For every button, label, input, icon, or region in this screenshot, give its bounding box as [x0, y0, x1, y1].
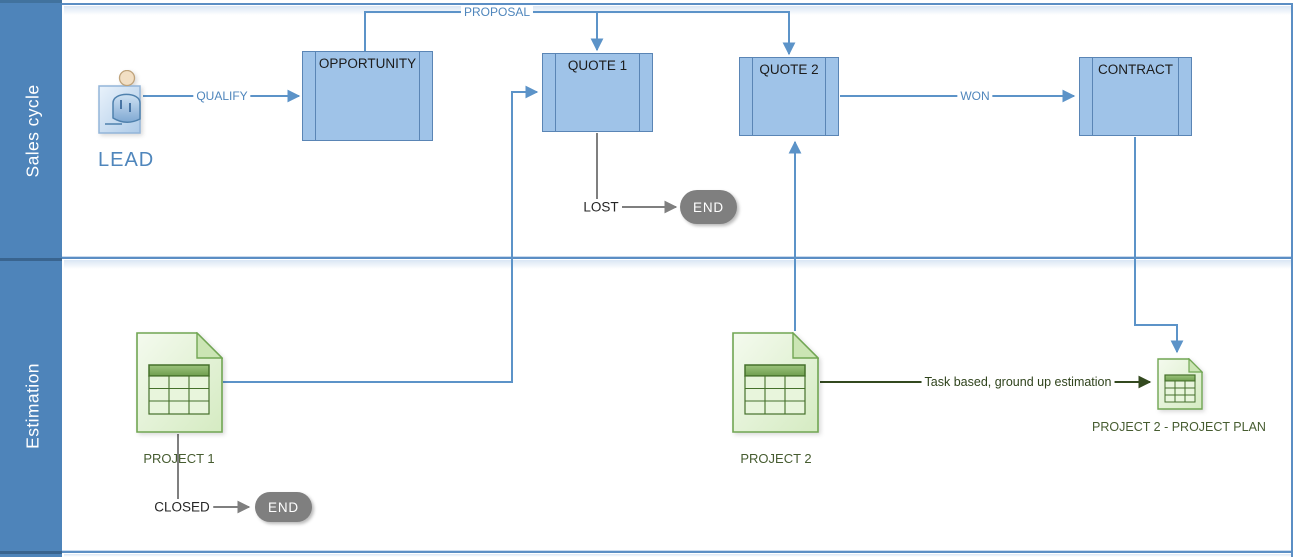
- lane-band-sales: [0, 0, 62, 258]
- edge-closed-label: CLOSED: [151, 499, 213, 515]
- edge-lost-label: LOST: [580, 199, 622, 215]
- node-end-estimation: END: [255, 492, 312, 522]
- frame-right-border: [1291, 3, 1293, 557]
- lead-person-icon-shapes: [98, 70, 141, 134]
- node-quote1-label: QUOTE 1: [567, 58, 628, 73]
- node-opportunity-label: OPPORTUNITY: [318, 56, 417, 71]
- connector-contract-projectplan: [1134, 137, 1184, 354]
- lane-title-column: [0, 0, 62, 557]
- lane-divider-2: [62, 551, 1291, 553]
- lane-divider-highlight: [62, 550, 1291, 551]
- lane-band-estimation: [0, 261, 62, 551]
- node-project-plan-label: PROJECT 2 - PROJECT PLAN: [1092, 420, 1266, 434]
- node-opportunity: OPPORTUNITY: [302, 51, 433, 141]
- node-lead-label: LEAD: [98, 149, 155, 171]
- lane-top-gradient: [64, 554, 1291, 557]
- node-project1-label: PROJECT 1: [143, 451, 215, 466]
- lane-divider-highlight: [62, 256, 1291, 257]
- project1-document-shapes: [136, 332, 223, 433]
- node-contract: CONTRACT: [1079, 57, 1192, 136]
- node-contract-label: CONTRACT: [1098, 62, 1173, 77]
- node-end-sales: END: [680, 190, 737, 224]
- node-quote2-label: QUOTE 2: [759, 62, 819, 77]
- lane-separator: [0, 258, 62, 261]
- node-quote2: QUOTE 2: [739, 57, 839, 136]
- project-plan-document-shapes: [1157, 358, 1203, 410]
- node-quote1: QUOTE 1: [542, 53, 653, 132]
- lane-band-partial: [0, 554, 62, 557]
- lead-person-icon: [98, 70, 141, 134]
- connector-project1-quote1: [223, 85, 539, 383]
- project-plan-document-icon: [1157, 358, 1203, 410]
- connector-proposal-quote2: [365, 11, 796, 56]
- edge-proposal-label: PROPOSAL: [460, 5, 534, 19]
- lane-top-gradient: [64, 260, 1291, 269]
- lane-separator: [0, 551, 62, 554]
- project1-document-icon: [136, 332, 223, 433]
- lane-top-gradient: [64, 6, 1291, 15]
- edge-task-label: Task based, ground up estimation: [921, 375, 1115, 389]
- node-project2-label: PROJECT 2: [740, 451, 812, 466]
- project2-document-icon: [732, 332, 819, 433]
- frame-top-border: [62, 3, 1293, 5]
- lane-divider-1: [62, 257, 1291, 259]
- project2-document-shapes: [732, 332, 819, 433]
- edge-qualify-label: QUALIFY: [193, 89, 251, 103]
- edge-won-label: WON: [957, 89, 993, 103]
